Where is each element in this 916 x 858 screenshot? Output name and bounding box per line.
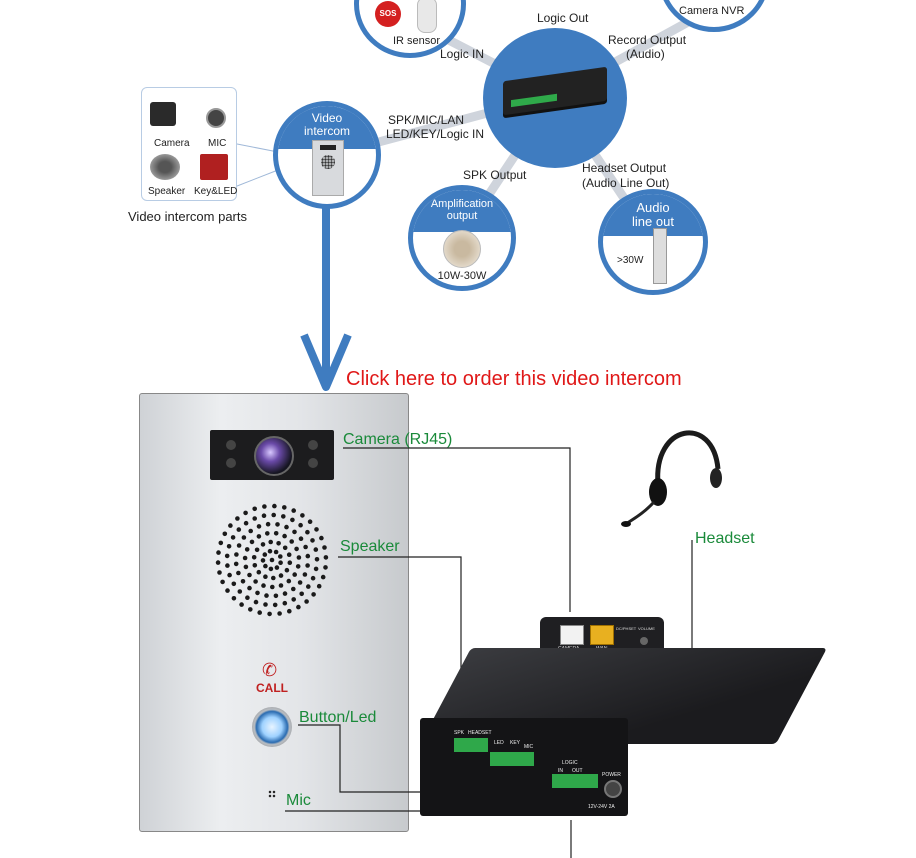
- box-voltage-label: 12V-24V 2A: [588, 804, 615, 810]
- headset-output-label-2: (Audio Line Out): [582, 176, 670, 190]
- camera-callout: Camera (RJ45): [343, 431, 453, 448]
- amplification-title-2: output: [446, 210, 478, 222]
- record-output-label-1: Record Output: [608, 33, 687, 47]
- box-key-label: KEY: [510, 740, 521, 746]
- box-spk-label: SPK: [454, 730, 465, 736]
- spk-mic-label-2: LED/KEY/Logic IN: [386, 127, 485, 141]
- gateway-box-front: SPK HEADSET LED KEY MIC LOGIC IN OUT POW…: [420, 718, 628, 816]
- volume-label: VOLUME: [638, 626, 655, 631]
- amplification-power: 10W-30W: [437, 270, 487, 282]
- camera-part-icon: [150, 102, 176, 126]
- box-power-label: POWER: [602, 772, 621, 778]
- logic-in-label: Logic IN: [440, 47, 485, 61]
- led-key-mic-terminal: [490, 752, 534, 766]
- key-led-part-icon: [200, 154, 228, 180]
- audio-line-out-power: >30W: [617, 255, 644, 266]
- button-led-callout: Button/Led: [299, 709, 377, 726]
- down-arrow-icon: [300, 205, 352, 391]
- gateway-device-icon: [503, 66, 607, 116]
- parts-camera-label: Camera: [154, 138, 190, 149]
- volume-knob-icon: [640, 637, 648, 645]
- spk-mic-label-1: SPK/MIC/LAN: [388, 113, 465, 127]
- ir-led-icon: [308, 458, 318, 468]
- call-phone-icon: ✆: [262, 660, 278, 680]
- box-led-label: LED: [494, 740, 504, 746]
- power-jack-icon: [604, 780, 622, 798]
- camera-module: [210, 430, 334, 480]
- audio-line-out-circle: Audio line out >30W: [598, 189, 708, 295]
- mic-hole-icon: [268, 790, 276, 798]
- video-intercom-title-2: intercom: [303, 124, 350, 138]
- box-mic-label: MIC: [524, 744, 534, 750]
- parts-box: Camera MIC Speaker Key&LED: [141, 87, 237, 201]
- box-logic-label: LOGIC: [562, 760, 578, 766]
- amplification-circle: Amplification output 10W-30W: [408, 185, 516, 291]
- ir-sensor-label: IR sensor: [393, 35, 441, 47]
- headset-output-label-1: Headset Output: [582, 161, 667, 175]
- column-speaker-icon: [653, 228, 667, 284]
- speaker-part-icon: [150, 154, 180, 180]
- box-headset-label: HEADSET: [468, 730, 492, 736]
- audio-line-out-title-1: Audio: [636, 200, 670, 215]
- video-intercom-title-1: Video: [311, 111, 343, 125]
- ir-led-icon: [308, 440, 318, 450]
- camera-lens-icon: [254, 436, 294, 476]
- ceiling-speaker-icon: [443, 230, 481, 268]
- sos-icon: SOS: [375, 1, 401, 27]
- audio-line-out-title-2: line out: [632, 214, 674, 229]
- mic-callout: Mic: [286, 792, 311, 809]
- camera-port-icon: [560, 625, 584, 645]
- logic-terminal: [552, 774, 598, 788]
- ir-led-icon: [226, 440, 236, 450]
- camera-nvr-label: Camera NVR: [679, 5, 745, 17]
- spk-output-label: SPK Output: [463, 168, 527, 182]
- amplification-title-1: Amplification: [430, 198, 494, 210]
- box-out-label: OUT: [572, 768, 583, 774]
- record-output-label-2: (Audio): [626, 47, 665, 61]
- spk-headset-terminal: [454, 738, 488, 752]
- headset-icon: [621, 430, 722, 527]
- ir-sensor-icon: [417, 0, 437, 33]
- video-intercom-circle: Video intercom: [273, 101, 381, 209]
- parts-key-led-label: Key&LED: [194, 186, 238, 197]
- speaker-grille-icon: [215, 503, 329, 617]
- intercom-panel: ✆ CALL: [139, 393, 409, 832]
- parts-caption: Video intercom parts: [128, 209, 247, 224]
- wan-port-icon: [590, 625, 614, 645]
- headset-callout: Headset: [695, 530, 755, 547]
- parts-mic-label: MIC: [208, 138, 227, 149]
- call-button[interactable]: [252, 707, 292, 747]
- intercom-panel-icon: [312, 140, 344, 196]
- order-link[interactable]: Click here to order this video intercom: [346, 368, 682, 390]
- central-device-circle: [483, 28, 627, 168]
- parts-speaker-label: Speaker: [148, 186, 186, 197]
- ir-led-icon: [226, 458, 236, 468]
- box-in-label: IN: [558, 768, 563, 774]
- speaker-callout: Speaker: [340, 538, 400, 555]
- dcphset-label: DC/PHSET: [616, 626, 637, 631]
- call-label: CALL: [256, 681, 288, 695]
- logic-out-label: Logic Out: [537, 11, 589, 25]
- sos-label: SOS: [379, 9, 397, 18]
- mic-part-icon: [206, 108, 226, 128]
